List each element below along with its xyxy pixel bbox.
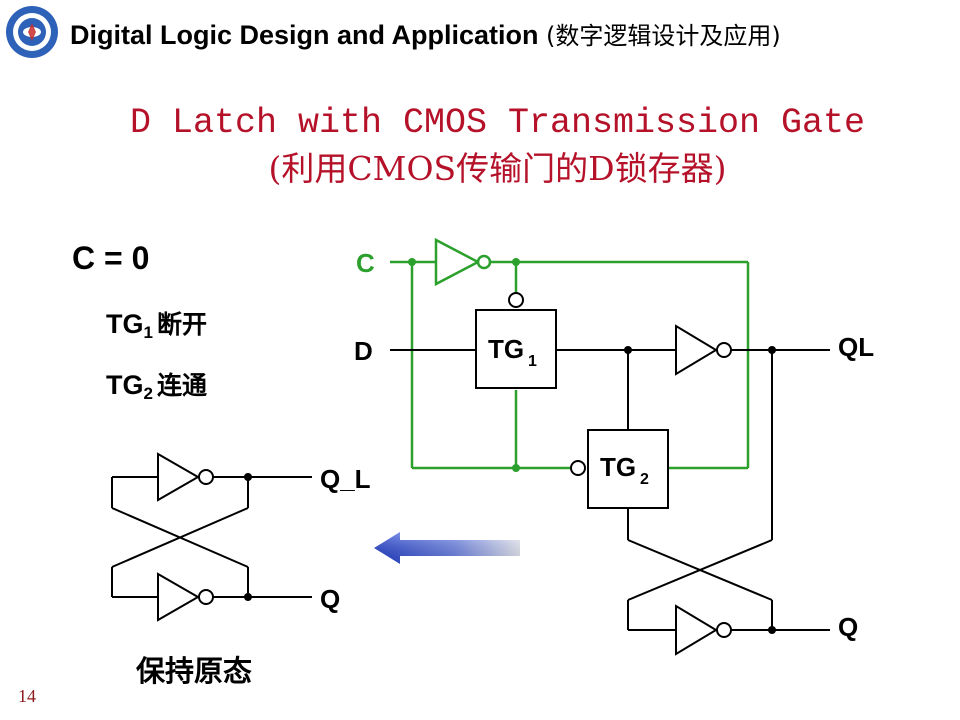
data-junctions — [624, 346, 776, 634]
tg1-box-label: TG 1 — [488, 334, 537, 370]
svg-text:1: 1 — [528, 353, 537, 370]
control-junctions — [408, 258, 520, 472]
input-d-label: D — [354, 336, 373, 366]
tg1-state: 断开 — [156, 310, 207, 339]
equivalent-latch — [111, 452, 312, 622]
condition-c: C = 0 — [72, 240, 150, 276]
slide-title: D Latch with CMOS Transmission Gate — [129, 103, 866, 143]
tg2-box-label: TG 2 — [600, 452, 649, 488]
svg-text:TG: TG — [488, 334, 524, 364]
slide-header: Digital Logic Design and Application (数字… — [0, 0, 960, 64]
svg-text:TG: TG — [600, 452, 636, 482]
equivalent-junctions — [244, 473, 252, 601]
slide-subtitle: (利用CMOS传输门的D锁存器) — [268, 149, 727, 188]
page-number: 14 — [18, 686, 36, 706]
control-network — [390, 237, 750, 470]
left-arrow-icon — [374, 532, 520, 564]
tg2-state: 连通 — [156, 371, 207, 400]
data-path — [390, 292, 830, 656]
course-title-cn: (数字逻辑设计及应用) — [546, 22, 781, 50]
output-q-label: Q — [838, 612, 858, 642]
svg-text:2: 2 — [640, 471, 649, 488]
input-c-label: C — [356, 248, 375, 278]
course-title: Digital Logic Design and Application (数字… — [70, 20, 781, 50]
output-ql-label: QL — [838, 332, 874, 362]
output-q-l-label: Q_L — [320, 464, 371, 494]
equivalent-output-q-label: Q — [320, 584, 340, 614]
hold-state-caption: 保持原态 — [136, 654, 253, 688]
university-logo-icon — [6, 6, 58, 58]
